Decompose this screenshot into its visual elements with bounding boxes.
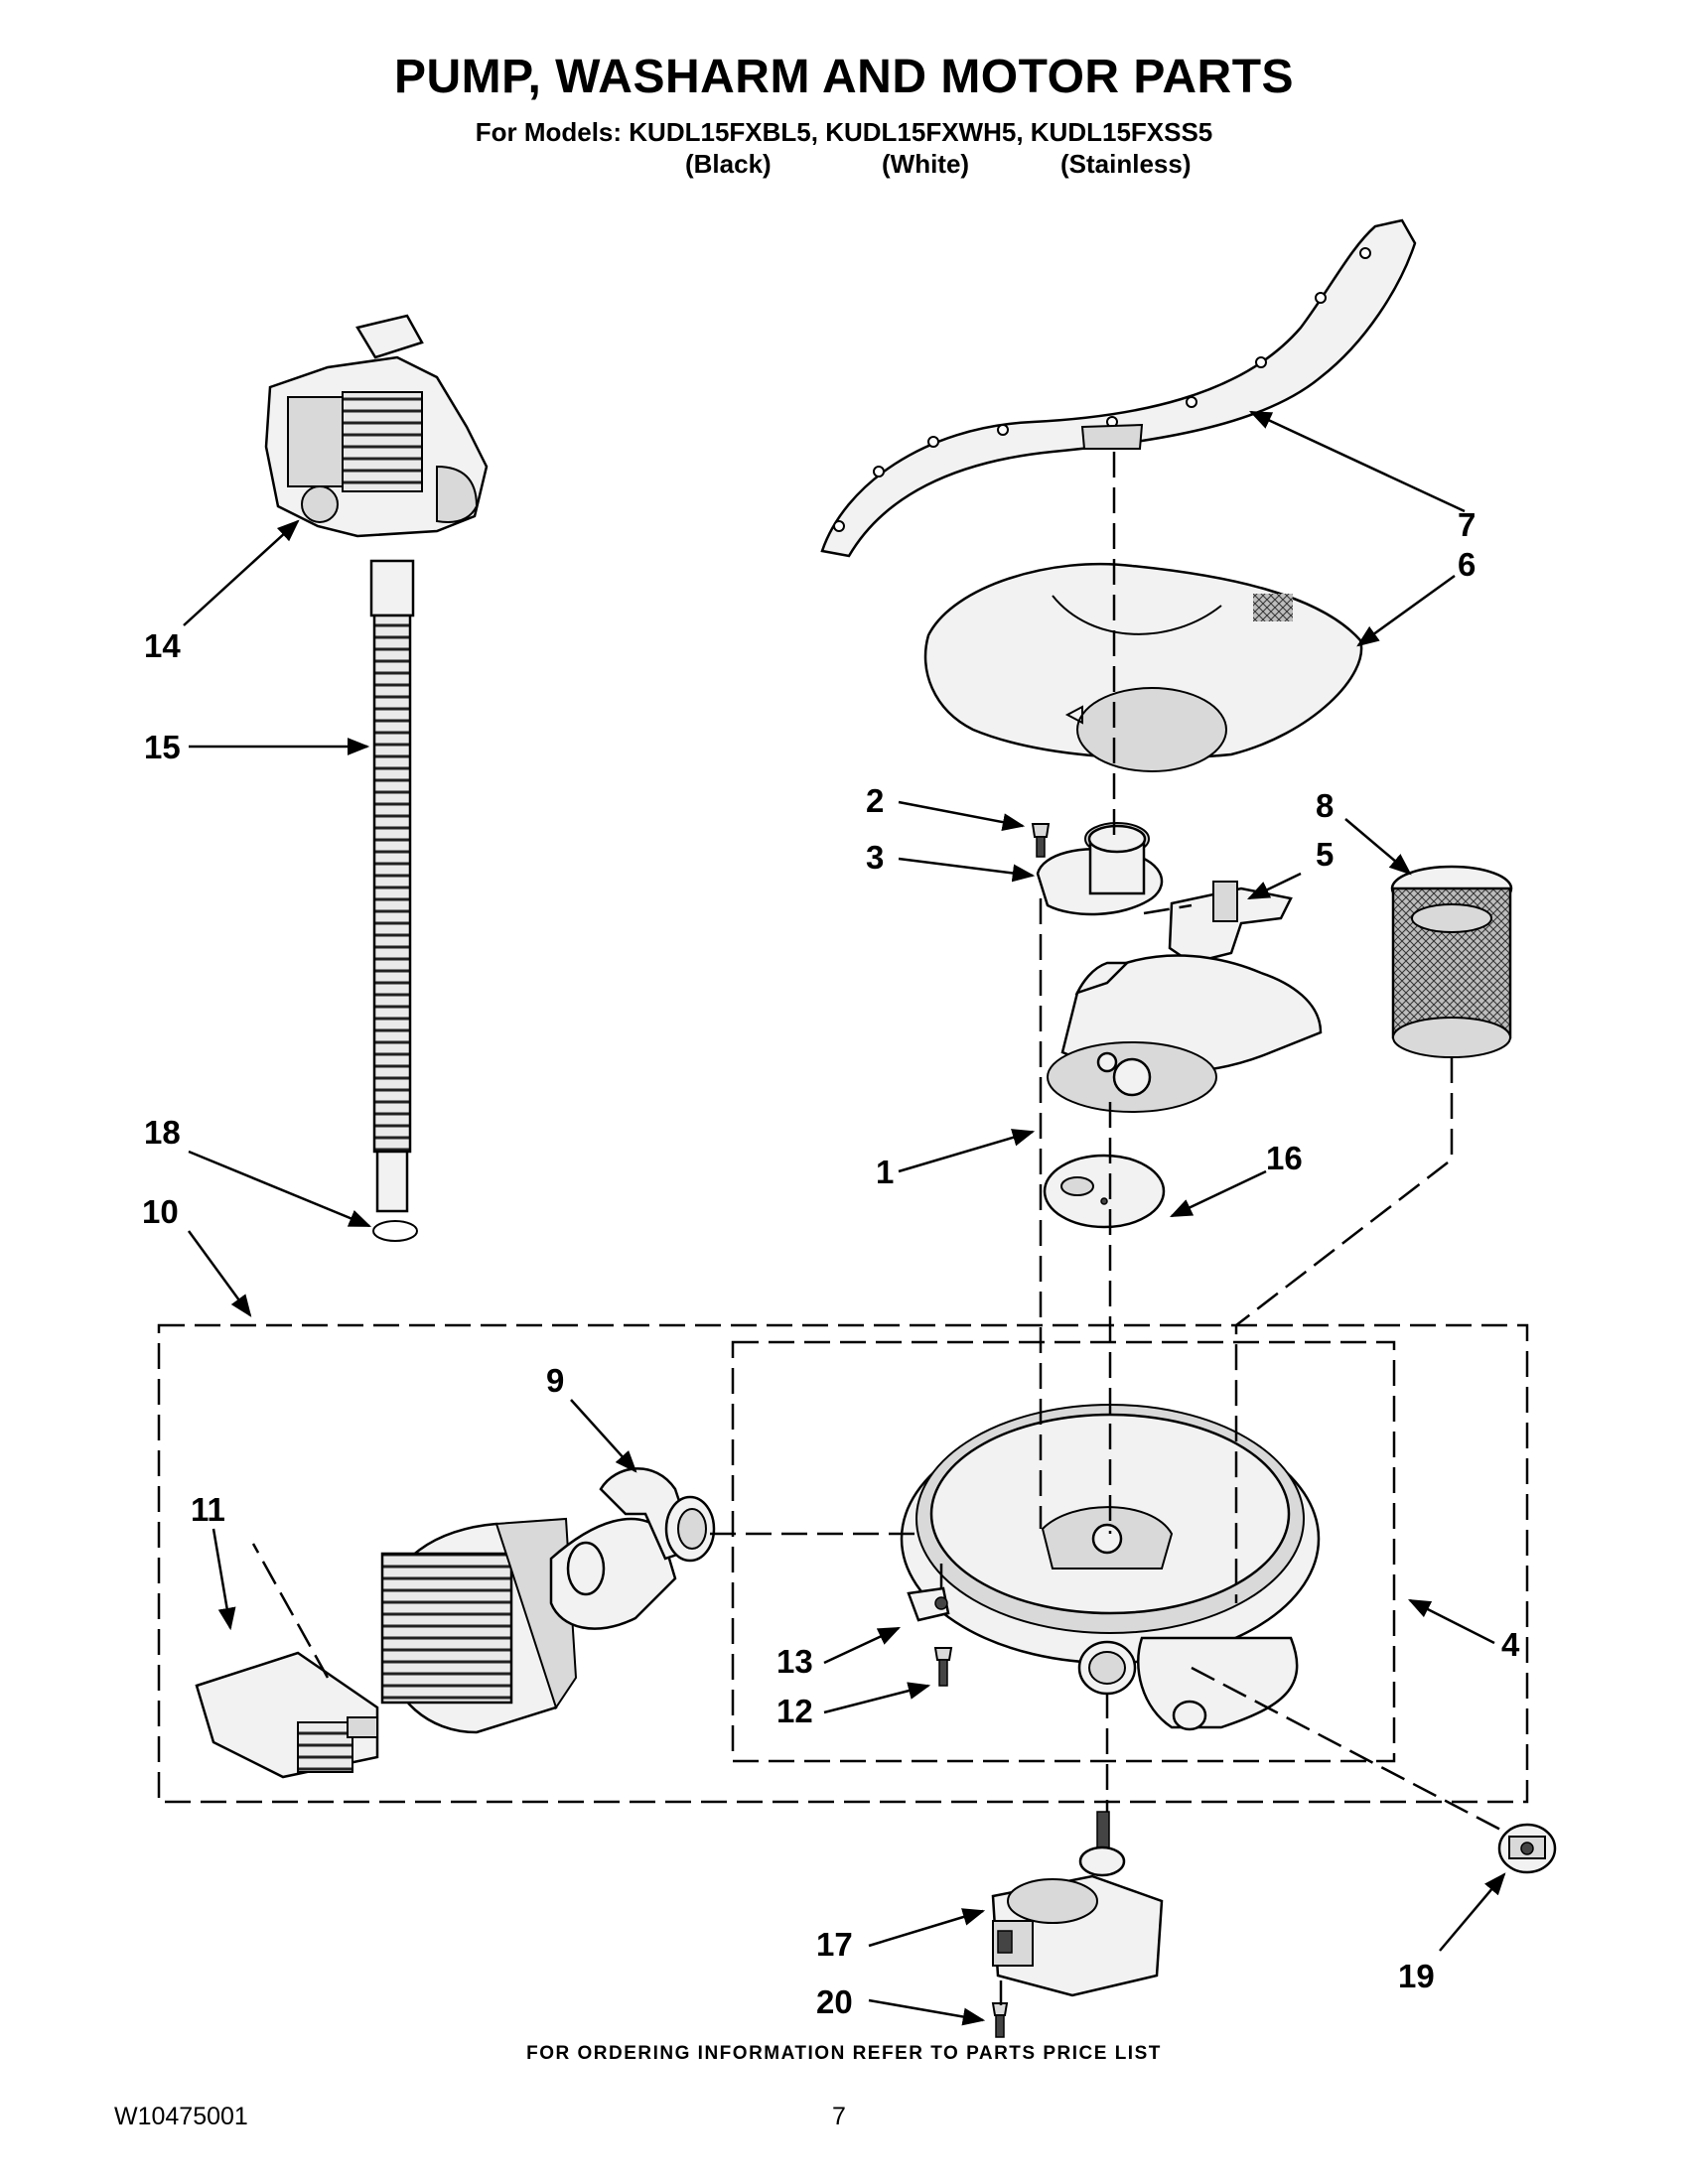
- callout-9: 9: [546, 1362, 564, 1399]
- callout-16: 16: [1266, 1140, 1303, 1176]
- callout-4: 4: [1501, 1626, 1520, 1663]
- sensor-part: [1497, 1823, 1557, 1874]
- thermistor-part: [907, 1586, 950, 1622]
- drain-hose-part: [369, 559, 415, 1213]
- sump-assembly-part: [900, 1404, 1321, 1731]
- callout-10: 10: [142, 1193, 179, 1230]
- callout-labels: 1 2 3 4 5 6 7 8 9 10 11 12 13 14 15 16 1…: [142, 506, 1520, 2020]
- hose-clamp-part: [372, 1220, 418, 1242]
- alignment-lines: [251, 452, 1505, 2005]
- manifold-part: [1047, 954, 1323, 1113]
- callout-15: 15: [144, 729, 181, 765]
- assembly-outline-10: [157, 1323, 1529, 1804]
- variant-white: (White): [882, 149, 970, 179]
- callout-19: 19: [1398, 1958, 1435, 1994]
- ordering-note: FOR ORDERING INFORMATION REFER TO PARTS …: [526, 2043, 1162, 2064]
- filter-part: [1390, 865, 1513, 1058]
- callout-6: 6: [1458, 546, 1476, 583]
- callout-17: 17: [816, 1926, 853, 1963]
- models-line: For Models: KUDL15FXBL5, KUDL15FXWH5, KU…: [475, 117, 1213, 147]
- document-id: W10475001: [114, 2103, 248, 2130]
- callout-14: 14: [144, 627, 181, 664]
- filter-cover-part: [923, 562, 1363, 772]
- screw-part-12: [933, 1647, 953, 1687]
- motor-cover-part: [195, 1651, 379, 1779]
- check-valve-part: [1168, 881, 1293, 965]
- callout-8: 8: [1316, 787, 1334, 824]
- page-number: 7: [832, 2103, 846, 2130]
- callout-12: 12: [776, 1693, 813, 1729]
- callout-2: 2: [866, 782, 884, 819]
- callout-18: 18: [144, 1114, 181, 1151]
- drain-pump-motor-part: [264, 314, 489, 538]
- callout-3: 3: [866, 839, 884, 876]
- callout-5: 5: [1316, 836, 1334, 873]
- page-title: PUMP, WASHARM AND MOTOR PARTS: [393, 51, 1295, 103]
- variant-stainless: (Stainless): [1060, 149, 1192, 179]
- variant-black: (Black): [685, 149, 772, 179]
- lower-spray-arm-part: [820, 218, 1417, 558]
- callout-20: 20: [816, 1983, 853, 2020]
- callout-13: 13: [776, 1643, 813, 1680]
- circulation-motor-part: [380, 1467, 716, 1734]
- callout-7: 7: [1458, 506, 1476, 543]
- leader-lines: [183, 410, 1506, 2026]
- disc-part-16: [1043, 1154, 1166, 1229]
- screw-part-20: [991, 2002, 1009, 2038]
- callout-1: 1: [876, 1154, 894, 1190]
- spray-arm-mount-part: [1036, 822, 1164, 916]
- diverter-motor-part: [991, 1811, 1164, 1997]
- assembly-outline-4: [731, 1340, 1396, 1763]
- screw-part-2: [1031, 823, 1051, 858]
- callout-11: 11: [191, 1491, 225, 1528]
